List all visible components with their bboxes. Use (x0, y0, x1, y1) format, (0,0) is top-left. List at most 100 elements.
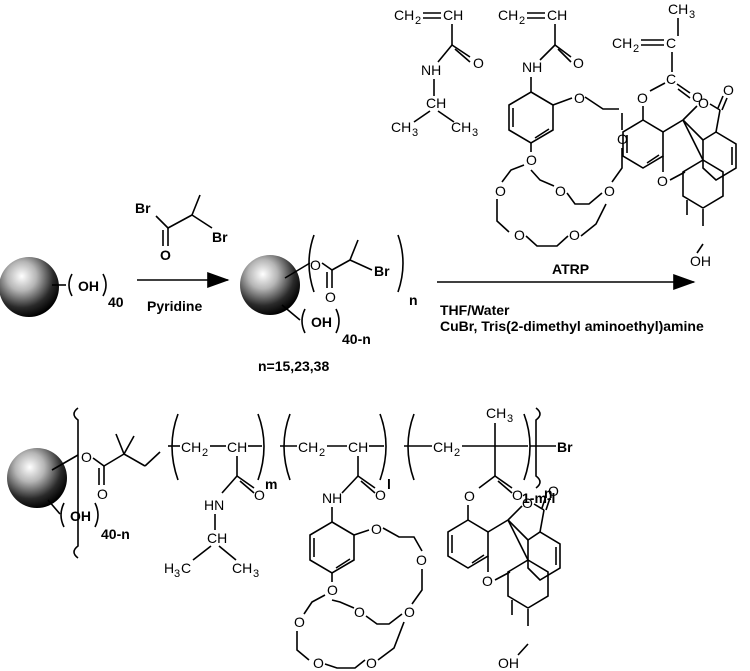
svg-text:C: C (181, 560, 191, 576)
brace-right (535, 407, 541, 489)
svg-text:CH: CH (547, 7, 567, 23)
silica-sphere-1 (0, 257, 59, 317)
product-xanthene-left (447, 519, 489, 569)
br-left: Br (135, 200, 151, 216)
svg-text:CH: CH (433, 439, 453, 455)
svg-text:2: 2 (519, 15, 525, 27)
svg-text:O: O (526, 152, 537, 168)
svg-text:O: O (313, 655, 324, 671)
bracket-m-left (171, 413, 179, 481)
svg-text:O: O (548, 483, 559, 499)
svg-text:CH: CH (181, 439, 201, 455)
svg-text:O: O (574, 90, 585, 106)
svg-text:CH: CH (348, 439, 368, 455)
oh-count-3: 40-n (101, 526, 130, 542)
monomer-nipam: CH 2 CH O NH CH CH 3 CH 3 (391, 7, 484, 139)
svg-text:3: 3 (507, 413, 513, 425)
svg-text:O: O (371, 521, 382, 537)
bracket-fl-left (407, 413, 415, 481)
initiator-reagent: Br Br O (135, 194, 228, 263)
silica-sphere-3 (7, 448, 67, 508)
svg-text:CH: CH (207, 530, 227, 546)
monomer-crown: CH 2 CH O NH O O O O O O O O (495, 7, 628, 247)
oh-group: OH (78, 278, 99, 294)
oh-count: 40 (108, 294, 124, 310)
n-values: n=15,23,38 (258, 358, 329, 374)
svg-text:OH: OH (498, 655, 519, 671)
xanthene-ring-right (682, 159, 724, 209)
svg-text:NH: NH (522, 59, 542, 75)
svg-text:HN: HN (204, 497, 224, 513)
svg-text:O: O (310, 257, 321, 273)
svg-text:2: 2 (454, 447, 460, 459)
svg-text:CH: CH (668, 1, 688, 17)
oh-count-2: 40-n (342, 331, 371, 347)
svg-text:O: O (723, 82, 734, 98)
product-phthalide-ring (527, 531, 561, 582)
atrp-label: ATRP (552, 261, 589, 277)
svg-text:CH: CH (298, 439, 318, 455)
svg-text:O: O (404, 604, 415, 620)
particle-start: OH 40 (0, 257, 124, 317)
svg-text:O: O (555, 183, 566, 199)
xanthene-ring-left (622, 119, 664, 169)
svg-text:CH: CH (486, 405, 506, 421)
svg-text:CH: CH (394, 7, 414, 23)
product-xanthene-right (507, 559, 549, 609)
svg-text:O: O (366, 655, 377, 671)
svg-text:OH: OH (690, 253, 711, 269)
svg-text:CH: CH (612, 35, 632, 51)
svg-text:O: O (604, 183, 615, 199)
bracket-l-right (379, 413, 387, 481)
svg-text:NH: NH (421, 62, 441, 78)
svg-text:O: O (254, 487, 265, 503)
particle-initiator: O O Br n OH 40-n n=15,23,38 (240, 234, 418, 374)
product-benzene-ring (309, 521, 355, 574)
svg-text:O: O (354, 604, 365, 620)
svg-text:H: H (164, 560, 174, 576)
svg-text:C: C (666, 35, 676, 51)
br-right: Br (212, 229, 228, 245)
oh-group-2: OH (311, 314, 332, 330)
subscript-l: l (387, 476, 391, 492)
svg-text:CH: CH (426, 95, 446, 111)
svg-text:O: O (698, 95, 709, 111)
product-crown-chain (382, 527, 423, 552)
svg-text:O: O (464, 488, 475, 504)
crown-ether-chain (584, 96, 619, 110)
svg-text:CH: CH (498, 7, 518, 23)
phthalide-ring (702, 131, 737, 181)
svg-text:3: 3 (689, 9, 695, 21)
solvent-label: THF/Water (440, 302, 510, 318)
benzene-ring (508, 91, 554, 144)
svg-text:O: O (573, 55, 584, 71)
svg-text:CH: CH (443, 7, 463, 23)
subscript-n: n (544, 485, 553, 501)
svg-text:O: O (495, 183, 506, 199)
svg-text:CH: CH (227, 439, 247, 455)
bracket-right (397, 234, 404, 293)
svg-text:O: O (657, 173, 668, 189)
svg-text:O: O (512, 487, 523, 503)
svg-text:O: O (325, 289, 336, 305)
n-subscript: n (409, 292, 418, 308)
subscript-rest: 1-m-l (522, 490, 555, 506)
brace-left (73, 407, 79, 559)
svg-text:O: O (522, 495, 533, 511)
svg-text:2: 2 (202, 447, 208, 459)
bracket-l-left (283, 413, 291, 481)
svg-text:CH: CH (391, 119, 411, 135)
oh-group-3: OH (70, 508, 91, 524)
svg-text:C: C (666, 71, 676, 87)
terminal-br: Br (557, 439, 573, 455)
svg-text:O: O (637, 90, 648, 106)
carbonyl-o: O (160, 247, 171, 263)
svg-text:O: O (514, 227, 525, 243)
svg-text:CH: CH (232, 560, 252, 576)
subscript-m: m (265, 476, 277, 492)
svg-text:O: O (416, 552, 427, 568)
svg-text:CH: CH (451, 119, 471, 135)
svg-text:O: O (97, 486, 108, 502)
silica-sphere-2 (240, 255, 300, 315)
